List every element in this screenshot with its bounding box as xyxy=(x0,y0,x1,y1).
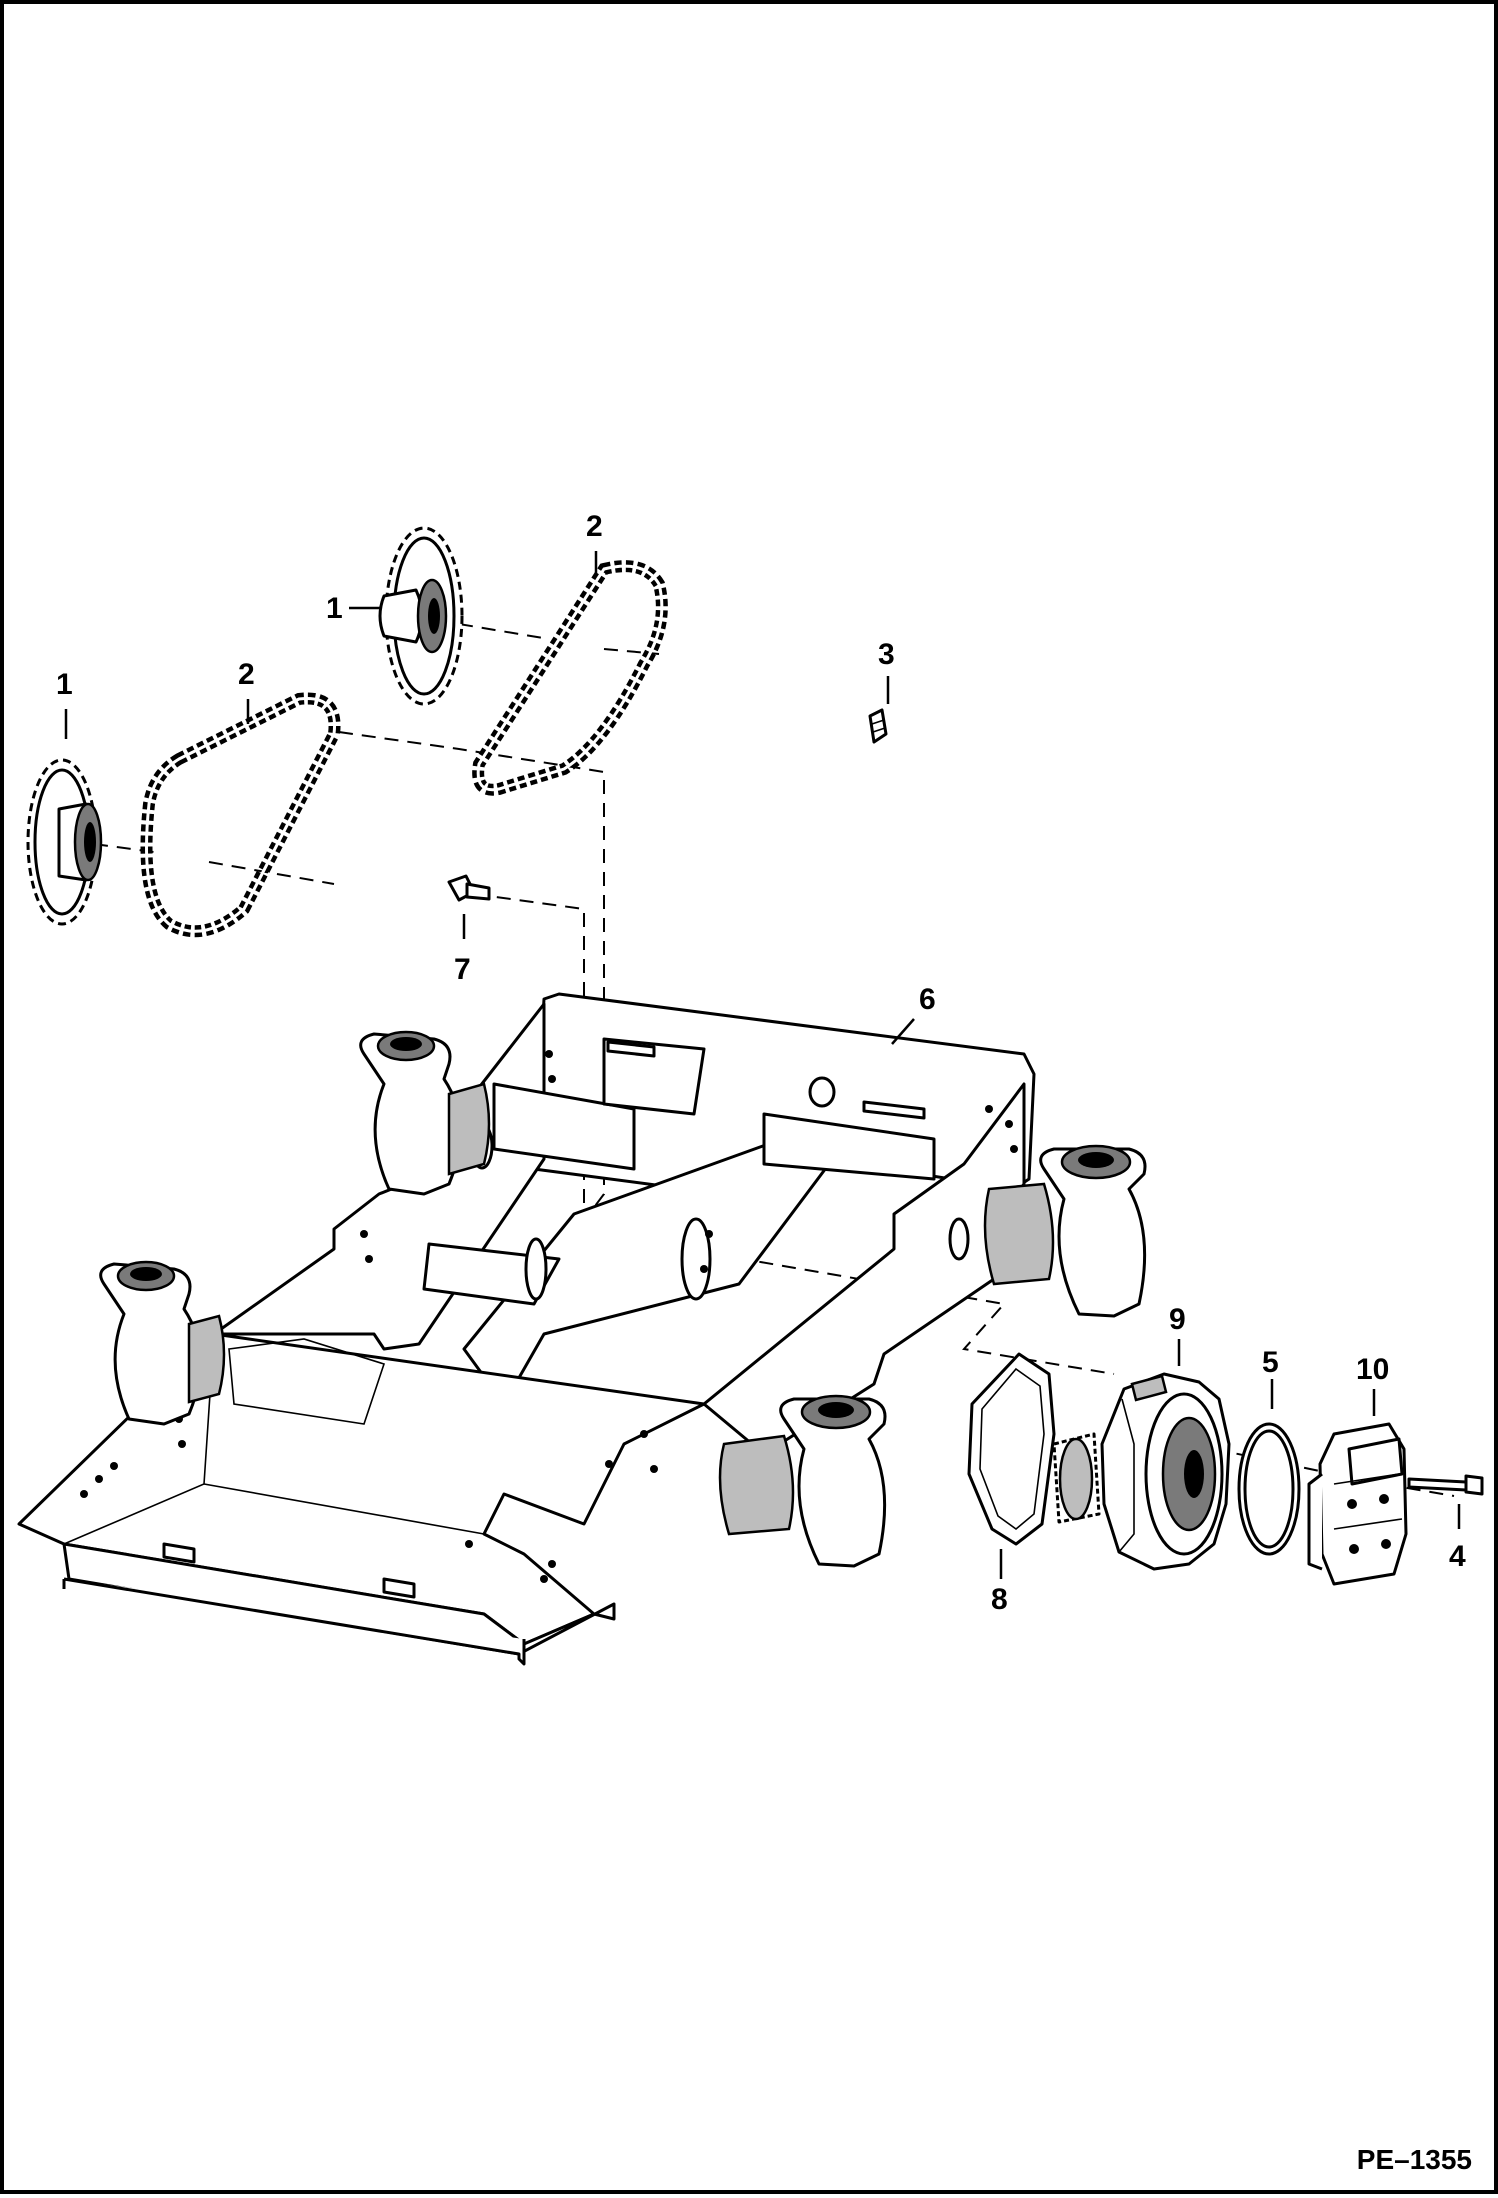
o-ring-item-5 xyxy=(1237,1422,1301,1556)
spindle-front-right xyxy=(718,1394,887,1568)
leader-lines xyxy=(64,551,1461,1579)
callout-4: 4 xyxy=(1449,1540,1466,1573)
drive-chain-left xyxy=(140,692,341,938)
callout-1a: 1 xyxy=(56,668,73,701)
spindle-rear-right xyxy=(983,1144,1147,1318)
motor-item-10 xyxy=(1307,1422,1408,1586)
spindle-front-left xyxy=(99,1260,226,1426)
bolt-item-4 xyxy=(1407,1474,1484,1496)
callout-5: 5 xyxy=(1262,1346,1279,1379)
callout-1b: 1 xyxy=(326,592,343,625)
callout-10: 10 xyxy=(1356,1353,1389,1386)
callout-9: 9 xyxy=(1169,1303,1186,1336)
fitting-item-3 xyxy=(868,708,888,744)
exploded-parts-diagram: 1 1 2 2 3 4 5 6 7 8 9 10 xyxy=(17,510,1484,1666)
sprocket-left xyxy=(26,758,103,926)
callout-2b: 2 xyxy=(586,510,603,543)
drive-chain-right xyxy=(472,560,668,796)
sprocket-upper xyxy=(378,526,464,706)
gear xyxy=(1052,1432,1101,1524)
callout-8: 8 xyxy=(991,1583,1008,1616)
spindle-rear-left xyxy=(359,1030,491,1196)
callout-2a: 2 xyxy=(238,658,255,691)
callout-7: 7 xyxy=(454,953,471,986)
gasket-item-8 xyxy=(967,1352,1056,1546)
motor-housing-item-9 xyxy=(1100,1372,1231,1571)
figure-id: PE–1355 xyxy=(1356,2144,1472,2175)
callout-3: 3 xyxy=(878,638,895,671)
main-frame xyxy=(17,992,1036,1666)
bolt-item-7 xyxy=(447,874,491,902)
callout-6: 6 xyxy=(919,983,936,1016)
callout-labels: 1 1 2 2 3 4 5 6 7 8 9 10 xyxy=(56,510,1466,1616)
